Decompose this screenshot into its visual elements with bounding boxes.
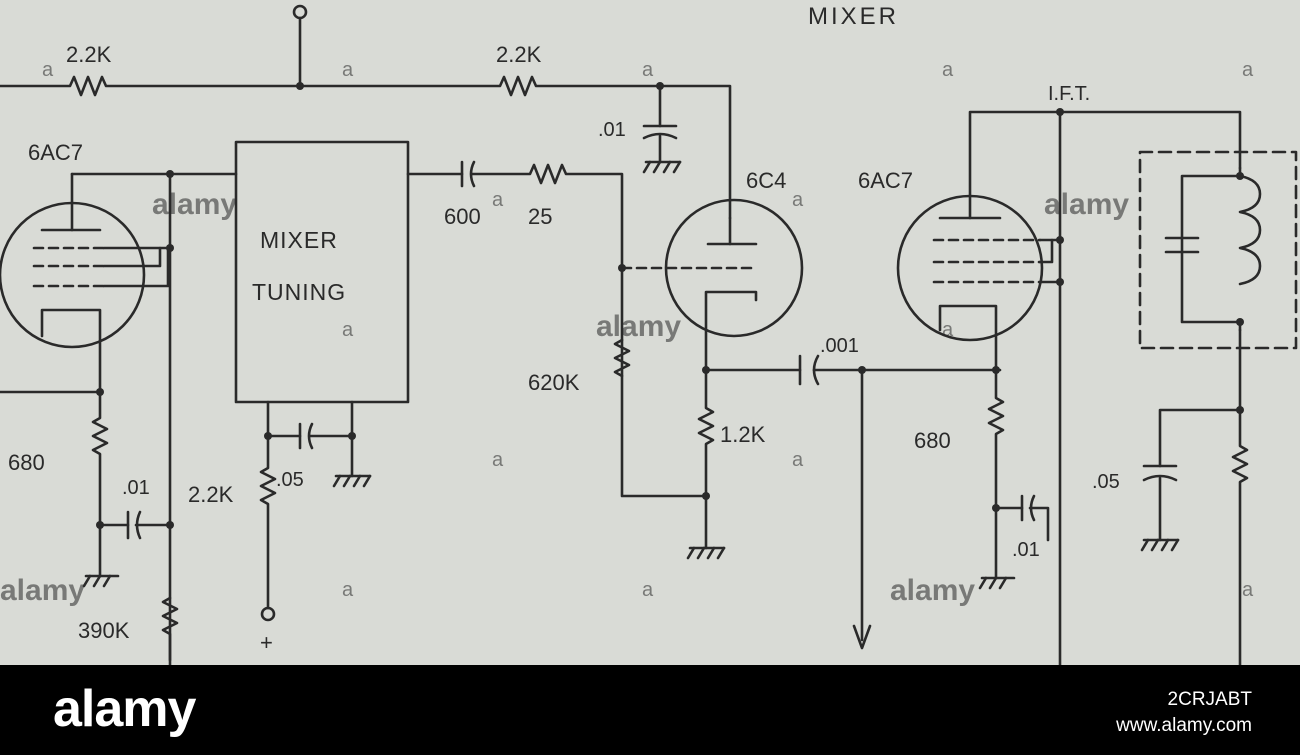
watermark-mark: a [492,449,504,471]
label-r-grid1: 390K [78,618,130,643]
watermark-text: alamy [596,310,681,343]
label-r-series: 25 [528,204,552,229]
mixer-tuning-line1: MIXER [260,227,338,253]
label-c-coupling: 600 [444,204,481,229]
watermark-text: alamy [0,574,85,607]
watermark-text: alamy [1044,188,1129,221]
watermark-mark: a [642,59,654,81]
watermark-layer: alamy alamy alamy alamy alamy a a a a a … [0,59,1254,607]
junctions [96,82,1244,529]
label-r-cathode3: 680 [914,428,951,453]
label-r-top-left: 2.2K [66,42,112,67]
mixer-tuning-line2: TUNING [252,279,346,305]
label-c-cathode1: .01 [122,477,150,499]
alamy-logo: alamy [53,680,196,738]
label-r-grid2: 620K [528,370,580,395]
watermark-mark: a [42,59,54,81]
watermark-mark: a [342,579,354,601]
label-c-ift: .05 [1092,471,1120,493]
watermark-text: alamy [890,574,975,607]
supply-plus: + [260,630,273,655]
top-bus [0,75,732,220]
label-r-cathode2: 1.2K [720,422,766,447]
label-tube3: 6AC7 [858,168,913,193]
label-c-out: .001 [820,335,859,357]
watermark-mark: a [342,319,354,341]
label-ift: I.F.T. [1048,83,1090,105]
diagram-title: MIXER [808,3,899,30]
site-url: www.alamy.com [1116,715,1252,736]
label-tube2: 6C4 [746,168,786,193]
watermark-mark: a [792,449,804,471]
label-r-supply: 2.2K [188,482,234,507]
watermark-mark: a [1242,579,1254,601]
label-r-cathode1: 680 [8,450,45,475]
ift-dashed-box [1138,150,1298,350]
watermark-mark: a [942,59,954,81]
label-c-supply: .05 [276,469,304,491]
schematic-diagram: MIXER 2.2K 2.2K .01 6AC7 6C4 6AC7 I.F.T.… [0,0,1300,665]
watermark-mark: a [792,189,804,211]
mixer-tuning-box [234,140,410,404]
label-c-top: .01 [598,119,626,141]
label-tube1: 6AC7 [28,140,83,165]
label-r-top-mid: 2.2K [496,42,542,67]
wiring [0,4,1298,665]
watermark-mark: a [492,189,504,211]
image-id: 2CRJABT [1167,689,1252,710]
watermark-mark: a [942,319,954,341]
label-c-cathode3: .01 [1012,539,1040,561]
watermark-mark: a [1242,59,1254,81]
watermark-mark: a [642,579,654,601]
watermark-text: alamy [152,188,237,221]
footer-bar: alamy 2CRJABT www.alamy.com [0,665,1300,755]
watermark-mark: a [342,59,354,81]
